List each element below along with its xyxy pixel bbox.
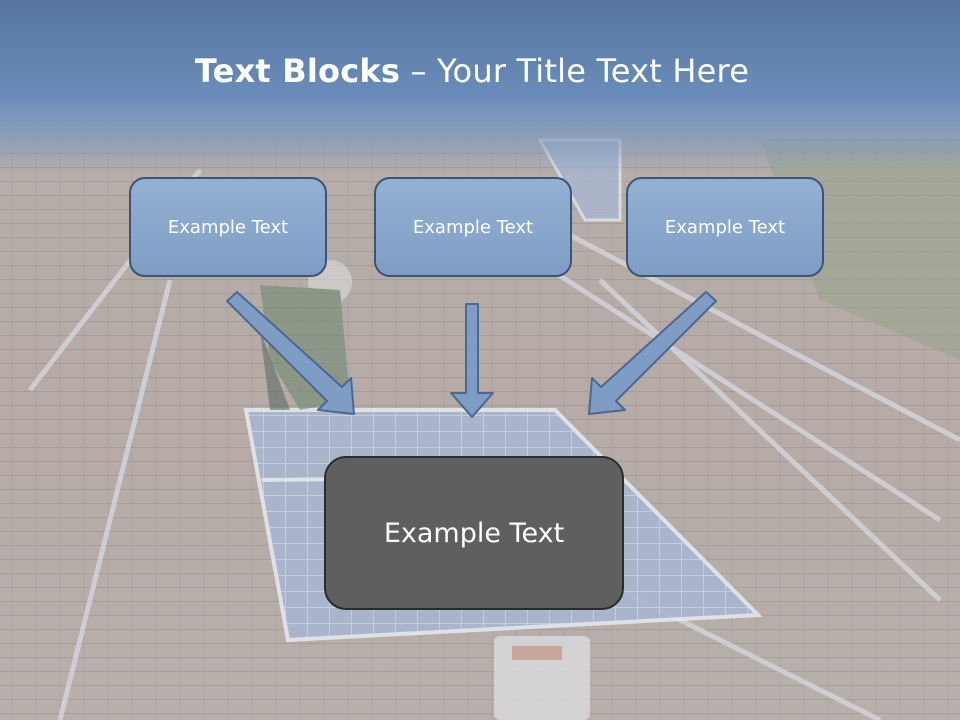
center-text-box[interactable]: Example Text: [324, 456, 624, 610]
text-box-3-label: Example Text: [664, 216, 786, 238]
text-box-1[interactable]: Example Text: [129, 177, 327, 277]
title-bold: Text Blocks: [194, 52, 401, 90]
title-separator: –: [400, 52, 438, 90]
arrow-left: [226, 291, 355, 415]
arrow-middle: [450, 303, 494, 418]
title-rest: Your Title Text Here: [437, 52, 750, 90]
text-box-2-label: Example Text: [412, 216, 534, 238]
title-banner: [0, 0, 960, 175]
text-box-3[interactable]: Example Text: [626, 177, 824, 277]
slide-title: Text Blocks – Your Title Text Here: [0, 52, 944, 90]
text-box-2[interactable]: Example Text: [374, 177, 572, 277]
arrow-right: [588, 291, 717, 415]
center-text-box-label: Example Text: [383, 517, 565, 549]
text-box-1-label: Example Text: [167, 216, 289, 238]
